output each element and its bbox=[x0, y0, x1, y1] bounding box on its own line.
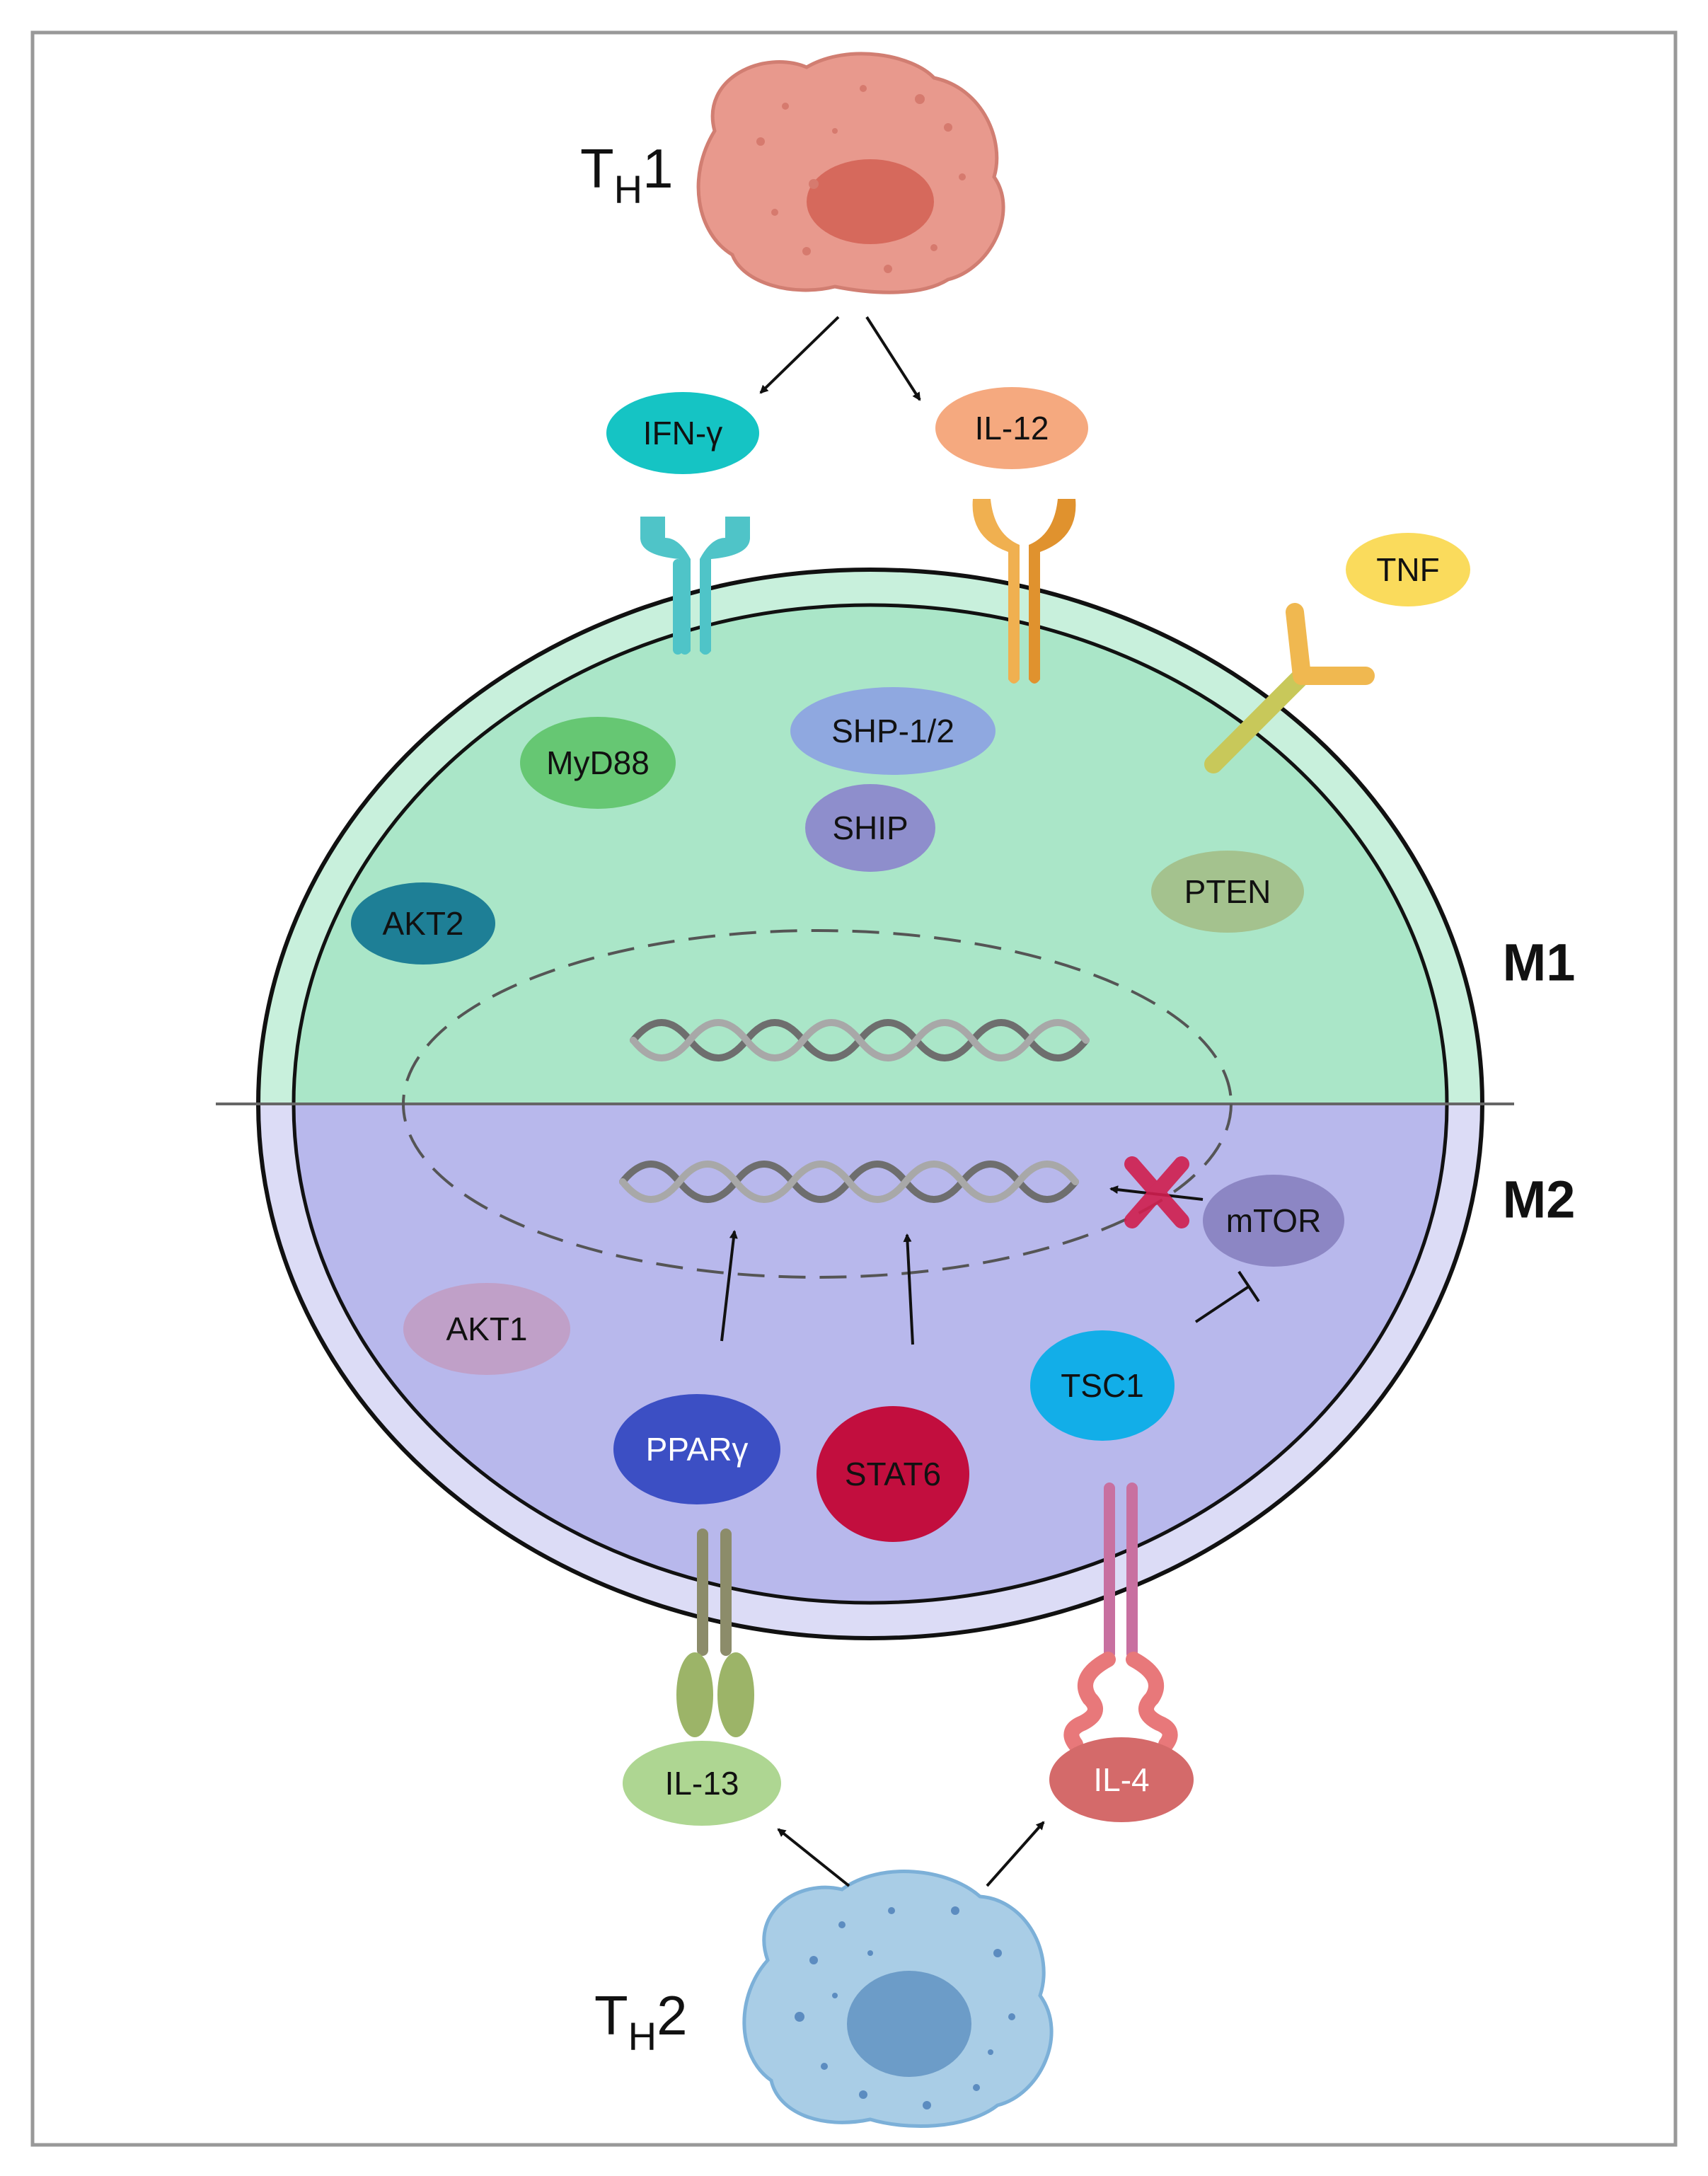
il4-node: IL-4 bbox=[1049, 1737, 1194, 1822]
myd88-node: MyD88 bbox=[520, 717, 676, 809]
il12-node: IL-12 bbox=[935, 387, 1088, 469]
svg-text:MyD88: MyD88 bbox=[546, 744, 650, 781]
figure-frame bbox=[30, 30, 1678, 2147]
dna-strand-m2 bbox=[619, 1161, 1079, 1203]
svg-text:PTEN: PTEN bbox=[1184, 873, 1271, 910]
tnf-node: TNF bbox=[1346, 533, 1470, 606]
arrow-ppar-gamma-to-dna bbox=[720, 1230, 738, 1342]
svg-text:IL-12: IL-12 bbox=[975, 410, 1049, 447]
svg-text:PPARγ: PPARγ bbox=[646, 1431, 749, 1468]
ppar-gamma-node: PPARγ bbox=[613, 1394, 780, 1504]
il12-receptor bbox=[972, 499, 1076, 684]
nucleus-outline bbox=[402, 929, 1233, 1279]
svg-text:SHIP: SHIP bbox=[832, 810, 908, 846]
akt1-node: AKT1 bbox=[403, 1283, 570, 1375]
svg-text:IFN-γ: IFN-γ bbox=[643, 415, 722, 451]
svg-text:AKT1: AKT1 bbox=[446, 1311, 527, 1347]
dna-strand-m1 bbox=[630, 1019, 1090, 1061]
il13-node: IL-13 bbox=[623, 1741, 781, 1826]
svg-text:STAT6: STAT6 bbox=[845, 1456, 941, 1492]
th2-label: TH2 bbox=[594, 1984, 688, 2059]
arrow-th1-to-ifn-gamma bbox=[759, 316, 840, 394]
akt2-node: AKT2 bbox=[351, 882, 495, 965]
ifn-gamma-node: IFN-γ bbox=[606, 392, 759, 474]
th2-cell bbox=[742, 1870, 1054, 2128]
svg-text:IL-4: IL-4 bbox=[1093, 1761, 1149, 1798]
svg-text:AKT2: AKT2 bbox=[382, 905, 463, 942]
mtor-node: mTOR bbox=[1203, 1175, 1344, 1267]
m1-label: M1 bbox=[1503, 933, 1576, 992]
arrow-th2-to-il13 bbox=[777, 1828, 850, 1887]
svg-text:IL-13: IL-13 bbox=[665, 1765, 739, 1802]
m2-label: M2 bbox=[1503, 1170, 1576, 1229]
stat6-node: STAT6 bbox=[817, 1406, 969, 1542]
svg-text:mTOR: mTOR bbox=[1226, 1202, 1322, 1239]
svg-text:SHP-1/2: SHP-1/2 bbox=[831, 713, 954, 749]
ifn-gamma-receptor bbox=[640, 517, 750, 655]
tnf-receptor bbox=[1204, 603, 1375, 773]
arrow-th2-to-il4 bbox=[986, 1821, 1045, 1887]
arrow-stat6-to-dna bbox=[903, 1233, 914, 1345]
th1-cell bbox=[696, 52, 1005, 294]
th2-nucleus bbox=[847, 1971, 971, 2077]
th1-label: TH1 bbox=[580, 137, 674, 212]
ship-node: SHIP bbox=[805, 784, 935, 872]
il13-receptor bbox=[676, 1529, 754, 1737]
svg-text:TSC1: TSC1 bbox=[1061, 1367, 1144, 1404]
pten-node: PTEN bbox=[1151, 851, 1304, 933]
il4-receptor bbox=[1063, 1483, 1178, 1752]
arrow-th1-to-il12 bbox=[865, 316, 921, 401]
blocked-x-icon bbox=[1124, 1156, 1189, 1228]
shp12-node: SHP-1/2 bbox=[790, 687, 996, 775]
th1-nucleus bbox=[807, 159, 934, 244]
tsc1-node: TSC1 bbox=[1030, 1330, 1175, 1441]
svg-text:TNF: TNF bbox=[1376, 551, 1439, 588]
m2-cytoplasm bbox=[292, 1104, 1449, 1605]
tsc1-inhibits-mtor bbox=[1194, 1270, 1260, 1323]
